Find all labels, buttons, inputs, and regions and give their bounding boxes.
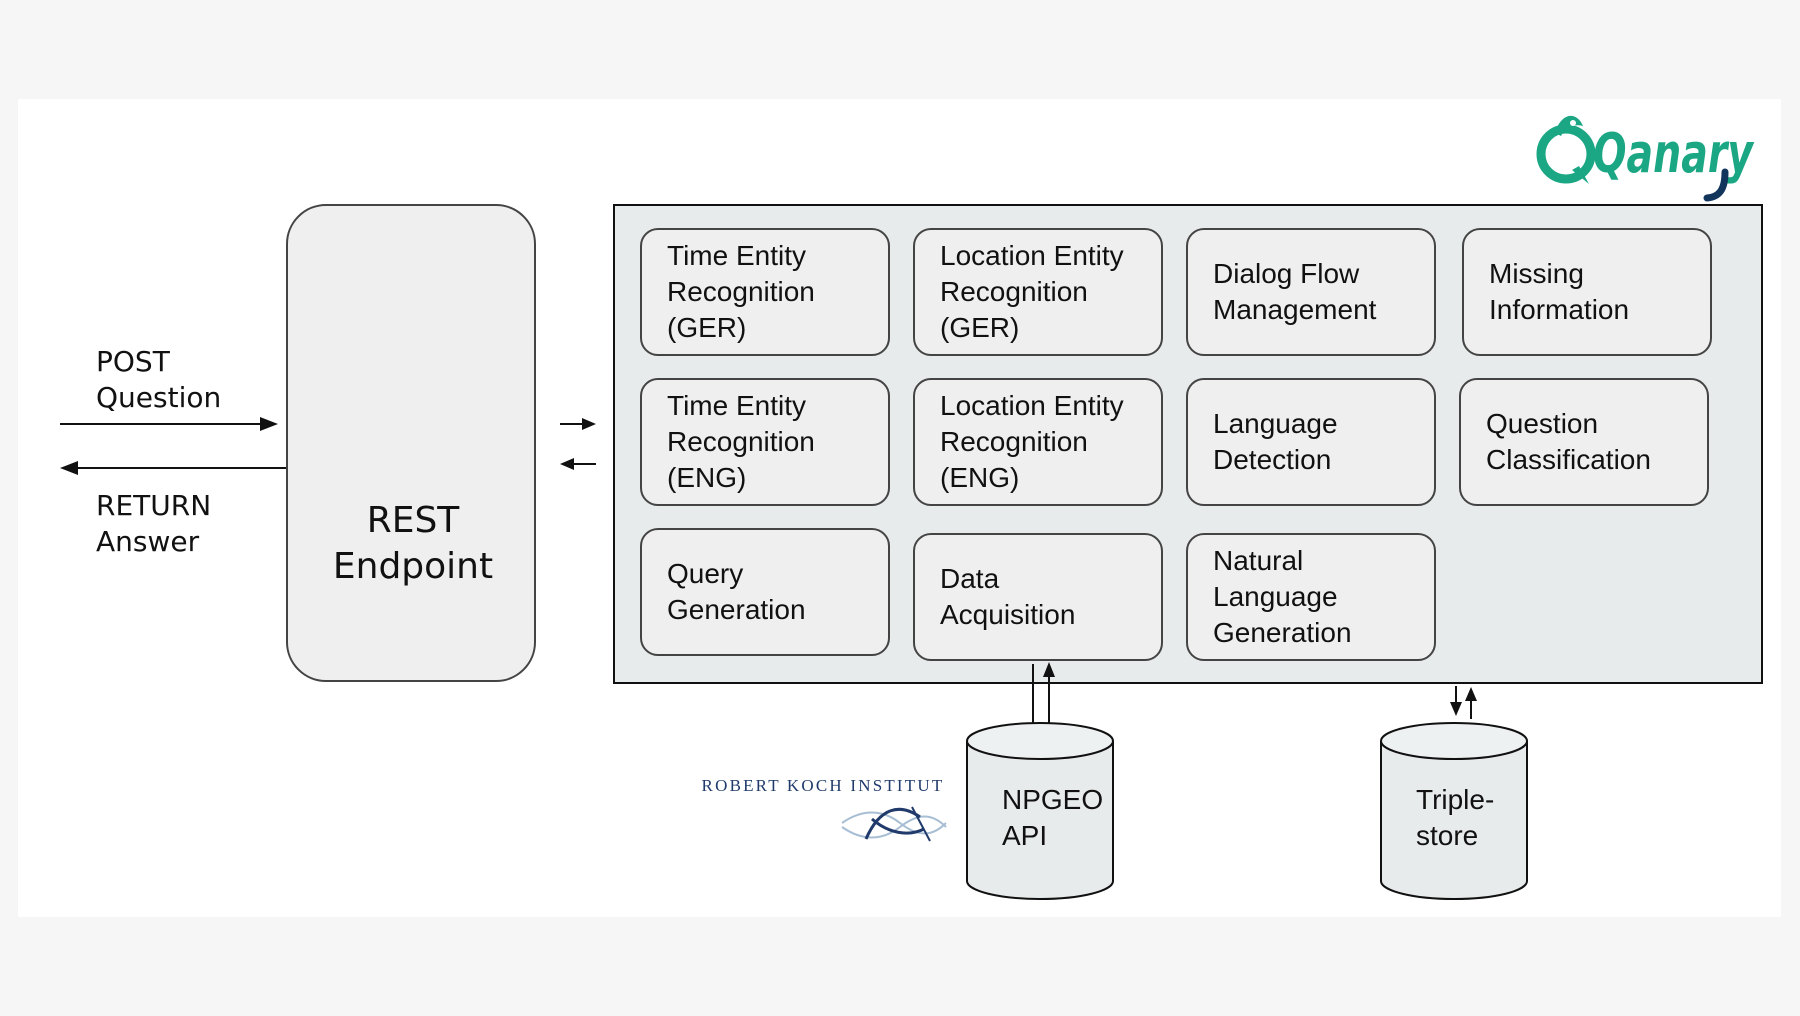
component-label-line: Location Entity	[940, 390, 1124, 421]
component-label-line: Classification	[1486, 444, 1651, 475]
component-label-line: Natural	[1213, 545, 1304, 576]
component-location-entity-recognition-eng: Location Entity Recognition (ENG)	[913, 378, 1163, 506]
npgeo-label-line-1: NPGEO	[1002, 784, 1104, 815]
component-label-line: Language	[1213, 581, 1338, 612]
post-label: POST	[96, 345, 170, 378]
component-label-line: (GER)	[667, 312, 747, 343]
question-label: Question	[96, 381, 222, 414]
component-label-line: Generation	[667, 594, 806, 625]
component-label-line: Recognition	[940, 426, 1088, 457]
component-query-generation: Query Generation	[640, 528, 890, 656]
rest-endpoint-label-line-2: Endpoint	[332, 546, 494, 587]
component-label-line: Recognition	[667, 276, 815, 307]
request-arrow	[60, 417, 278, 431]
component-label-line: Acquisition	[940, 599, 1076, 630]
answer-label: Answer	[96, 525, 200, 558]
npgeo-api-database	[966, 722, 1114, 900]
qanary-components-container: Time Entity Recognition (GER) Location E…	[613, 204, 1763, 684]
component-label-line: Time Entity	[667, 240, 806, 271]
component-bidirectional-arrows	[560, 418, 596, 470]
component-missing-information: Missing Information	[1462, 228, 1712, 356]
component-location-entity-recognition-ger: Location Entity Recognition (GER)	[913, 228, 1163, 356]
diagram-slide: Qanary POST Question RETURN Answer REST …	[18, 99, 1781, 917]
return-label: RETURN	[96, 489, 212, 522]
component-label-line: Information	[1489, 294, 1630, 325]
component-label-line: Dialog Flow	[1213, 258, 1360, 289]
component-label-line: Question	[1486, 408, 1599, 439]
triplestore-label-line-2: store	[1416, 820, 1479, 851]
component-language-detection: Language Detection	[1186, 378, 1436, 506]
npgeo-label-line-2: API	[1002, 820, 1048, 851]
component-dialog-flow-management: Dialog Flow Management	[1186, 228, 1436, 356]
component-label-line: (ENG)	[667, 462, 747, 493]
component-label-line: Time Entity	[667, 390, 806, 421]
component-time-entity-recognition-eng: Time Entity Recognition (ENG)	[640, 378, 890, 506]
component-label-line: Query	[667, 558, 744, 589]
qanary-logo-text: Qanary	[1593, 122, 1755, 185]
component-label-line: Recognition	[667, 426, 815, 457]
component-label-line: Generation	[1213, 617, 1352, 648]
rest-endpoint-box: REST Endpoint	[286, 204, 536, 682]
component-label-line: Language	[1213, 408, 1338, 439]
component-time-entity-recognition-ger: Time Entity Recognition (GER)	[640, 228, 890, 356]
component-data-acquisition: Data Acquisition	[913, 533, 1163, 661]
qanary-bird-icon	[1536, 115, 1596, 184]
qanary-logo: Qanary	[1536, 115, 1755, 202]
component-question-classification: Question Classification	[1459, 378, 1709, 506]
triplestore-connection-arrows	[1450, 686, 1477, 719]
response-arrow	[60, 461, 286, 475]
component-label-line: Detection	[1213, 444, 1332, 475]
component-label-line: Management	[1213, 294, 1377, 325]
component-label-line: Recognition	[940, 276, 1088, 307]
triplestore-database	[1380, 722, 1528, 900]
component-natural-language-generation: Natural Language Generation	[1186, 533, 1436, 661]
rki-helix-icon	[841, 806, 947, 842]
component-label-line: (ENG)	[940, 462, 1020, 493]
component-label-line: Location Entity	[940, 240, 1124, 271]
rest-endpoint-label-line-1: REST	[366, 500, 460, 541]
robert-koch-institut-logo-text: ROBERT KOCH INSTITUT	[701, 776, 945, 795]
triplestore-label-line-1: Triple-	[1416, 784, 1495, 815]
component-label-line: Missing	[1489, 258, 1584, 289]
component-label-line: (GER)	[940, 312, 1020, 343]
component-label-line: Data	[940, 563, 1000, 594]
